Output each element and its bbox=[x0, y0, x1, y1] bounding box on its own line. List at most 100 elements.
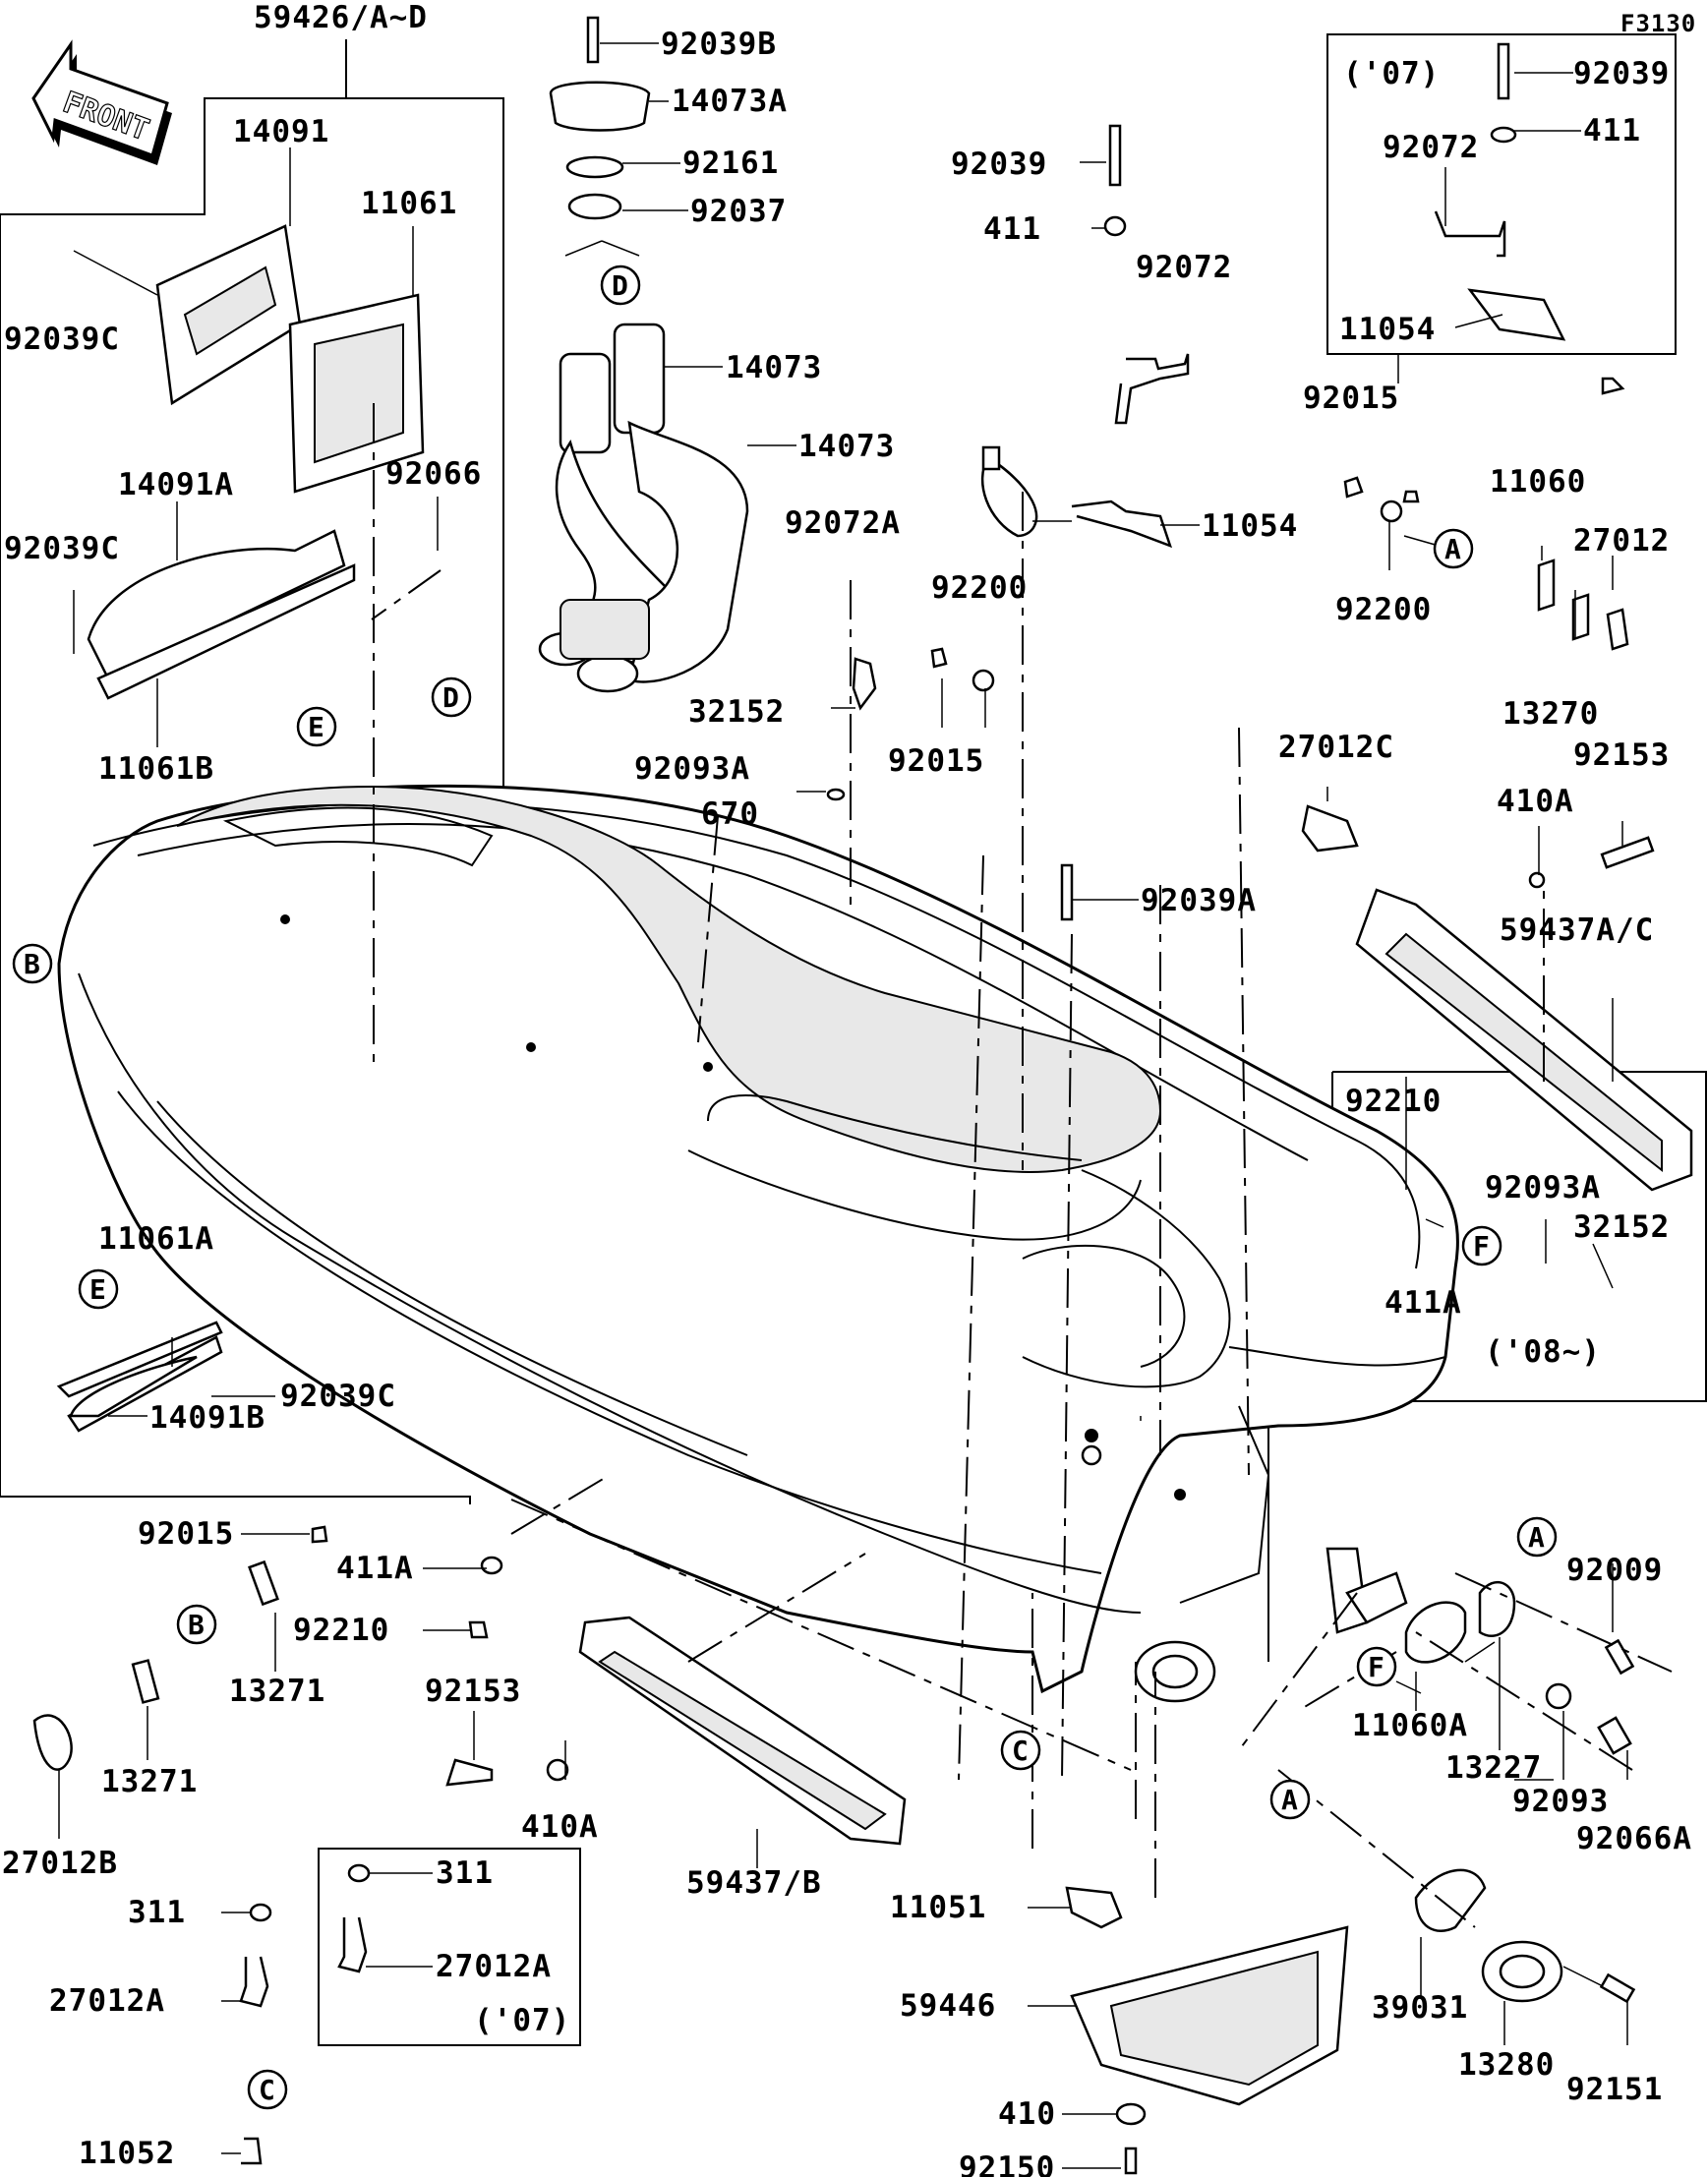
group-bracket-left bbox=[0, 97, 471, 1504]
label-92153-r: 92153 bbox=[1573, 737, 1670, 773]
label-32152-inset: 32152 bbox=[1573, 1209, 1670, 1245]
label-92200-r: 92200 bbox=[1335, 592, 1432, 627]
label-92039C-c: 92039C bbox=[280, 1379, 396, 1414]
figure-code: F3130 bbox=[1620, 10, 1696, 37]
label-27012A: 27012A bbox=[49, 1983, 165, 2019]
label-92015-r: 92015 bbox=[1303, 381, 1399, 416]
label-11061B: 11061B bbox=[98, 751, 214, 787]
label-27012: 27012 bbox=[1573, 523, 1670, 559]
inset-label-92072: 92072 bbox=[1383, 130, 1479, 165]
callout-E-1: E bbox=[296, 706, 337, 747]
inset-07-bottom bbox=[318, 1848, 581, 2046]
label-92072A: 92072A bbox=[785, 505, 901, 541]
label-410A-bl: 410A bbox=[521, 1809, 599, 1845]
label-92161: 92161 bbox=[682, 146, 779, 181]
inset-label-11054: 11054 bbox=[1339, 312, 1436, 347]
label-11054-mid: 11054 bbox=[1202, 508, 1298, 544]
callout-F-1: F bbox=[1461, 1225, 1502, 1266]
label-92200-mid: 92200 bbox=[931, 570, 1028, 606]
label-92039B: 92039B bbox=[661, 27, 777, 62]
label-27012A-inset: 27012A bbox=[436, 1949, 552, 1984]
label-411-mid: 411 bbox=[983, 211, 1041, 247]
part-labels: 92039B 14073A 92161 92037 14073 14073 14… bbox=[2, 27, 1692, 2177]
label-92210-inset: 92210 bbox=[1345, 1084, 1442, 1119]
label-92039-mid: 92039 bbox=[951, 147, 1047, 182]
label-14073A: 14073A bbox=[672, 84, 788, 119]
callout-A-1: A bbox=[1433, 528, 1474, 569]
label-92009: 92009 bbox=[1566, 1553, 1663, 1588]
svg-text:E: E bbox=[89, 1273, 106, 1306]
label-13270: 13270 bbox=[1502, 696, 1599, 732]
label-92093: 92093 bbox=[1512, 1784, 1609, 1819]
label-92039C-b: 92039C bbox=[4, 531, 120, 566]
group-label: 59426/A~D bbox=[254, 0, 428, 35]
label-11051: 11051 bbox=[890, 1890, 986, 1925]
svg-text:A: A bbox=[1528, 1521, 1545, 1554]
label-59437AC: 59437A/C bbox=[1500, 912, 1654, 948]
label-14073-b: 14073 bbox=[798, 429, 895, 464]
svg-text:B: B bbox=[188, 1609, 205, 1641]
inset-label-411: 411 bbox=[1583, 113, 1641, 148]
label-670: 670 bbox=[701, 796, 759, 832]
inset-07-top-parts bbox=[1434, 42, 1566, 341]
callout-D-1: D bbox=[600, 265, 641, 306]
svg-text:D: D bbox=[612, 269, 628, 302]
lower-left-parts bbox=[32, 1525, 907, 2165]
label-11061A: 11061A bbox=[98, 1221, 214, 1257]
inset-07-top-year: ('07) bbox=[1343, 56, 1440, 91]
label-27012C: 27012C bbox=[1278, 730, 1394, 765]
label-410: 410 bbox=[998, 2096, 1056, 2132]
svg-text:A: A bbox=[1444, 533, 1461, 565]
callout-B-1: B bbox=[12, 943, 53, 984]
label-92066: 92066 bbox=[385, 456, 482, 492]
svg-text:F: F bbox=[1473, 1230, 1490, 1263]
label-13227: 13227 bbox=[1445, 1750, 1542, 1786]
label-92015-mid: 92015 bbox=[888, 743, 984, 779]
label-92151: 92151 bbox=[1566, 2072, 1663, 2107]
label-92066A: 92066A bbox=[1576, 1821, 1692, 1856]
label-39031: 39031 bbox=[1372, 1990, 1468, 2026]
callout-A-2: A bbox=[1516, 1516, 1558, 1558]
label-92150: 92150 bbox=[959, 2150, 1055, 2177]
svg-text:D: D bbox=[442, 681, 459, 714]
inset-07-top bbox=[1326, 33, 1677, 355]
label-92039A: 92039A bbox=[1141, 883, 1257, 918]
callout-D-2: D bbox=[431, 677, 472, 718]
label-311: 311 bbox=[128, 1895, 186, 1930]
label-11052: 11052 bbox=[79, 2136, 175, 2171]
label-14091B: 14091B bbox=[149, 1400, 265, 1436]
inset-07-bottom-year: ('07) bbox=[474, 2003, 570, 2038]
svg-text:B: B bbox=[24, 948, 40, 980]
label-92093A-inset: 92093A bbox=[1485, 1170, 1601, 1206]
label-92039C-a: 92039C bbox=[4, 322, 120, 357]
vent-covers bbox=[56, 224, 425, 1433]
callout-C-2: C bbox=[247, 2069, 288, 2110]
callout-E-2: E bbox=[78, 1268, 119, 1310]
svg-text:E: E bbox=[308, 711, 324, 743]
label-13271-a: 13271 bbox=[229, 1674, 325, 1709]
svg-text:C: C bbox=[259, 2074, 275, 2106]
svg-text:C: C bbox=[1012, 1735, 1029, 1767]
label-14091A: 14091A bbox=[118, 467, 234, 502]
label-32152-mid: 32152 bbox=[688, 694, 785, 730]
leader-lines bbox=[58, 42, 1628, 2169]
inset-08-year: ('08~) bbox=[1485, 1334, 1601, 1370]
label-92072-mid: 92072 bbox=[1136, 250, 1232, 285]
label-410A-r: 410A bbox=[1497, 784, 1574, 819]
intake-pipes bbox=[538, 16, 749, 693]
lower-right-parts bbox=[1065, 1581, 1636, 2175]
label-14091: 14091 bbox=[233, 114, 329, 149]
label-411A-inset: 411A bbox=[1384, 1285, 1462, 1321]
label-411A-bl: 411A bbox=[336, 1551, 414, 1586]
label-11060: 11060 bbox=[1490, 464, 1586, 500]
label-92210-bl: 92210 bbox=[293, 1613, 389, 1648]
label-13271-b: 13271 bbox=[101, 1764, 198, 1799]
callout-A-3: A bbox=[1269, 1779, 1311, 1820]
label-11061: 11061 bbox=[361, 186, 457, 221]
label-92093A-mid: 92093A bbox=[634, 751, 750, 787]
label-92015-bl: 92015 bbox=[138, 1516, 234, 1552]
label-14073-a: 14073 bbox=[726, 350, 822, 385]
label-59446: 59446 bbox=[900, 1988, 996, 2024]
label-59437B: 59437/B bbox=[686, 1865, 822, 1901]
callout-C-1: C bbox=[1000, 1730, 1041, 1771]
